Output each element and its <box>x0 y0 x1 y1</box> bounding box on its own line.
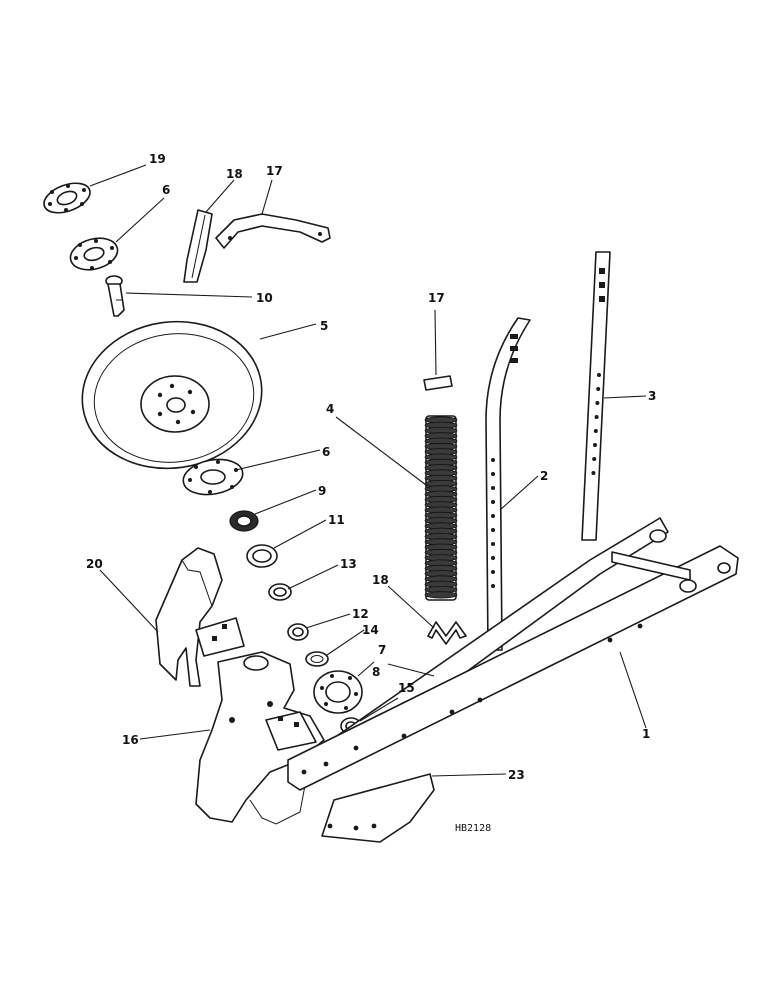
bar-hole <box>491 542 495 546</box>
part-14-ring <box>305 651 329 667</box>
callout-21: 19 <box>149 152 166 166</box>
callout-23: 23 <box>508 768 525 782</box>
part-6-flange-upper <box>69 237 119 271</box>
callout-8: 8 <box>372 665 380 679</box>
callout-17: 17 <box>266 164 283 178</box>
callout-7: 7 <box>378 643 386 657</box>
callout-2: 2 <box>540 469 548 483</box>
bar-hole <box>491 584 495 588</box>
part-22-guard <box>155 547 245 687</box>
part-3-straight-bar <box>581 251 611 541</box>
part-2-curved-bar <box>485 317 531 651</box>
callout-1: 1 <box>642 727 650 741</box>
part-21-flange <box>43 182 91 214</box>
beam-hole <box>323 761 329 767</box>
part-17-scraper-bracket <box>215 213 331 249</box>
part-10-bearing <box>229 510 259 532</box>
part-19-pin <box>423 375 453 391</box>
callout-4: 4 <box>326 402 334 416</box>
bar-slot <box>510 358 518 363</box>
part-11-seal <box>246 544 278 568</box>
bar-hole <box>592 457 597 461</box>
part-6-flange-lower <box>182 458 244 496</box>
bar-hole <box>491 570 495 574</box>
callout-12: 12 <box>352 607 369 621</box>
bar-hole <box>491 500 495 504</box>
bar-hole <box>491 556 495 560</box>
part-1-beam-frame <box>287 517 739 791</box>
bar-hole <box>491 458 495 462</box>
bar-hole <box>593 429 598 433</box>
part-13-washer <box>268 583 292 601</box>
part-23-skid <box>321 773 435 843</box>
bar-hole <box>597 373 601 377</box>
beam-hole <box>607 637 613 643</box>
bar-hole <box>491 472 495 476</box>
part-5-disc <box>81 320 263 470</box>
drawing-code: HB2128 <box>455 823 491 834</box>
beam-hole <box>477 697 483 703</box>
callout-labels: 19 6 18 17 10 17 5 3 4 6 2 9 11 20 13 18… <box>86 152 656 834</box>
part-7-hub-flange <box>313 670 363 714</box>
beam-hole <box>301 769 307 775</box>
part-20-spring-clip <box>427 621 467 645</box>
part-18-scraper-blade <box>183 209 213 283</box>
callout-11: 11 <box>328 513 345 527</box>
callout-15: 15 <box>398 681 415 695</box>
beam-hole <box>353 745 359 751</box>
part-9-bolt <box>105 275 125 317</box>
bar-slot <box>599 282 605 288</box>
part-16-side-frame <box>195 651 325 825</box>
callout-3: 3 <box>648 389 656 403</box>
leader-lines <box>89 164 647 777</box>
spring-coil <box>424 591 458 599</box>
callout-16: 16 <box>122 733 139 747</box>
callout-6-lower: 6 <box>322 445 330 459</box>
bar-slot <box>510 334 518 339</box>
bar-slot <box>510 346 518 351</box>
part-12-nut <box>287 623 309 641</box>
callout-18: 18 <box>226 167 243 181</box>
bar-slot <box>599 268 605 274</box>
bar-hole <box>491 528 495 532</box>
bar-hole <box>595 401 600 405</box>
callout-5: 5 <box>320 319 328 333</box>
callout-9: 10 <box>256 291 273 305</box>
bar-slot <box>599 296 605 302</box>
callout-6-upper: 6 <box>162 183 170 197</box>
callout-14: 14 <box>362 623 379 637</box>
bar-hole <box>591 471 596 475</box>
callout-10: 9 <box>318 484 326 498</box>
bar-hole <box>491 486 495 490</box>
part-4-spring <box>424 415 458 601</box>
callout-13: 13 <box>340 557 357 571</box>
beam-hole <box>449 709 455 715</box>
callout-19: 17 <box>428 291 445 305</box>
bar-hole <box>593 443 597 447</box>
bar-hole <box>491 514 495 518</box>
bar-hole <box>594 415 599 419</box>
beam-hole <box>637 623 643 629</box>
callout-20: 18 <box>372 573 389 587</box>
bar-hole <box>596 387 601 391</box>
beam-hole <box>401 733 407 739</box>
callout-22: 20 <box>86 557 103 571</box>
